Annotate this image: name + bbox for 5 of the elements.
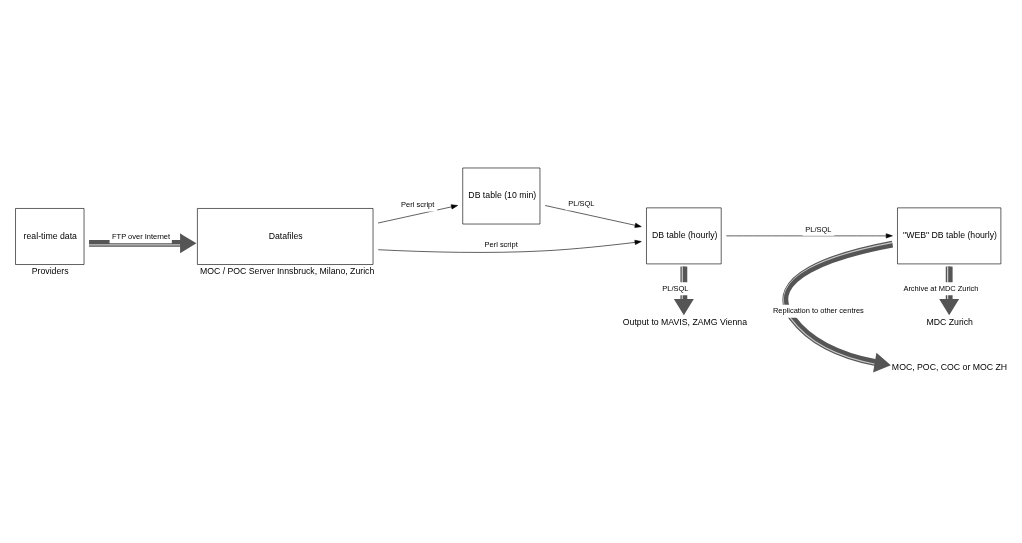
node-label: MOC / POC Server Innsbruck, Milano, Zurich [199,265,375,276]
node-text: MDC Zurich [926,316,973,327]
node-text: Output to MAVIS, ZAMG Vienna [622,316,748,327]
node-text: MOC, POC, COC or MOC ZH [891,361,1008,372]
node-label: Providers [31,265,69,276]
